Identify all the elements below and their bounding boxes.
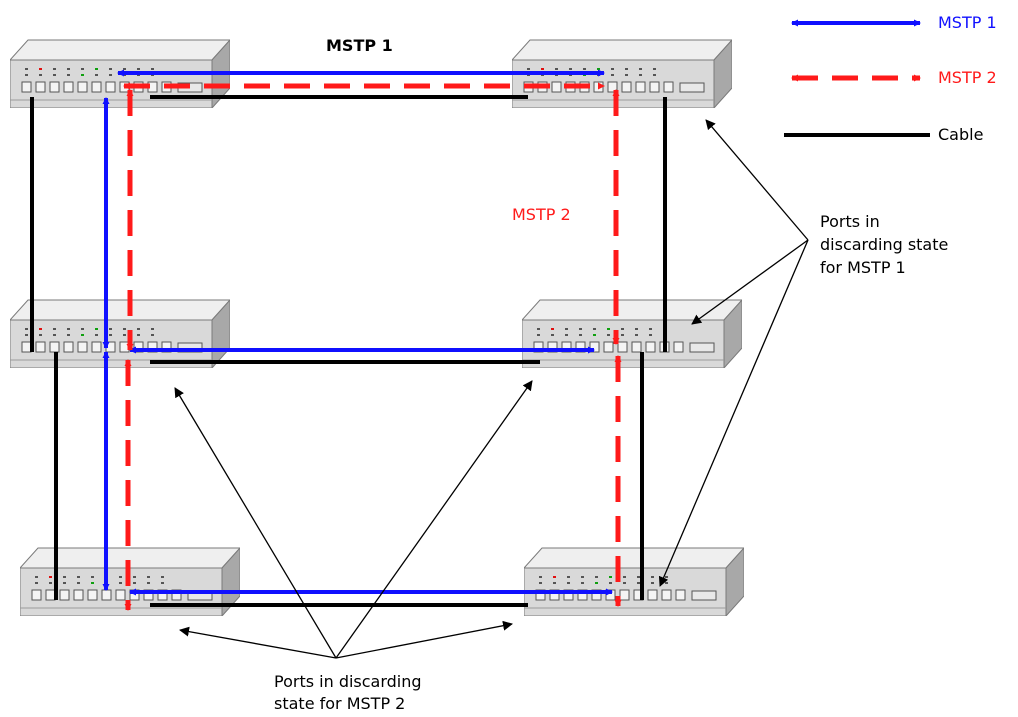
note-arrow-middle-right-b: [335, 380, 533, 659]
middle-mstp2-label: MSTP 2: [512, 205, 571, 224]
annotation-arrows: [174, 119, 809, 659]
legend: [784, 19, 930, 137]
mstp1-paths: [102, 69, 613, 596]
switch-middle-left: [10, 299, 230, 368]
legend-cable-label: Cable: [938, 125, 984, 144]
legend-mstp2-label: MSTP 2: [938, 68, 997, 87]
right-note-line1: Ports in: [820, 212, 880, 231]
note-arrow-middle-left: [174, 387, 337, 659]
right-note-line3: for MSTP 1: [820, 258, 906, 277]
legend-mstp1-label: MSTP 1: [938, 13, 997, 32]
right-note-line2: discarding state: [820, 235, 949, 254]
switch-middle-right: [522, 299, 742, 368]
cables: [30, 95, 667, 607]
mstp2-paths: [123, 82, 622, 611]
note-arrow-bottom-left: [179, 626, 337, 659]
note-arrow-top-right: [705, 119, 809, 241]
switch-bottom-right: [524, 547, 744, 616]
note-arrow-bottom-right: [658, 239, 809, 587]
note-arrow-bottom-right-b: [335, 620, 513, 659]
bottom-note-line2: state for MSTP 2: [274, 694, 406, 713]
top-mstp1-title: MSTP 1: [326, 36, 393, 55]
note-arrow-middle-right: [691, 239, 809, 325]
bottom-note-line1: Ports in discarding: [274, 672, 422, 691]
